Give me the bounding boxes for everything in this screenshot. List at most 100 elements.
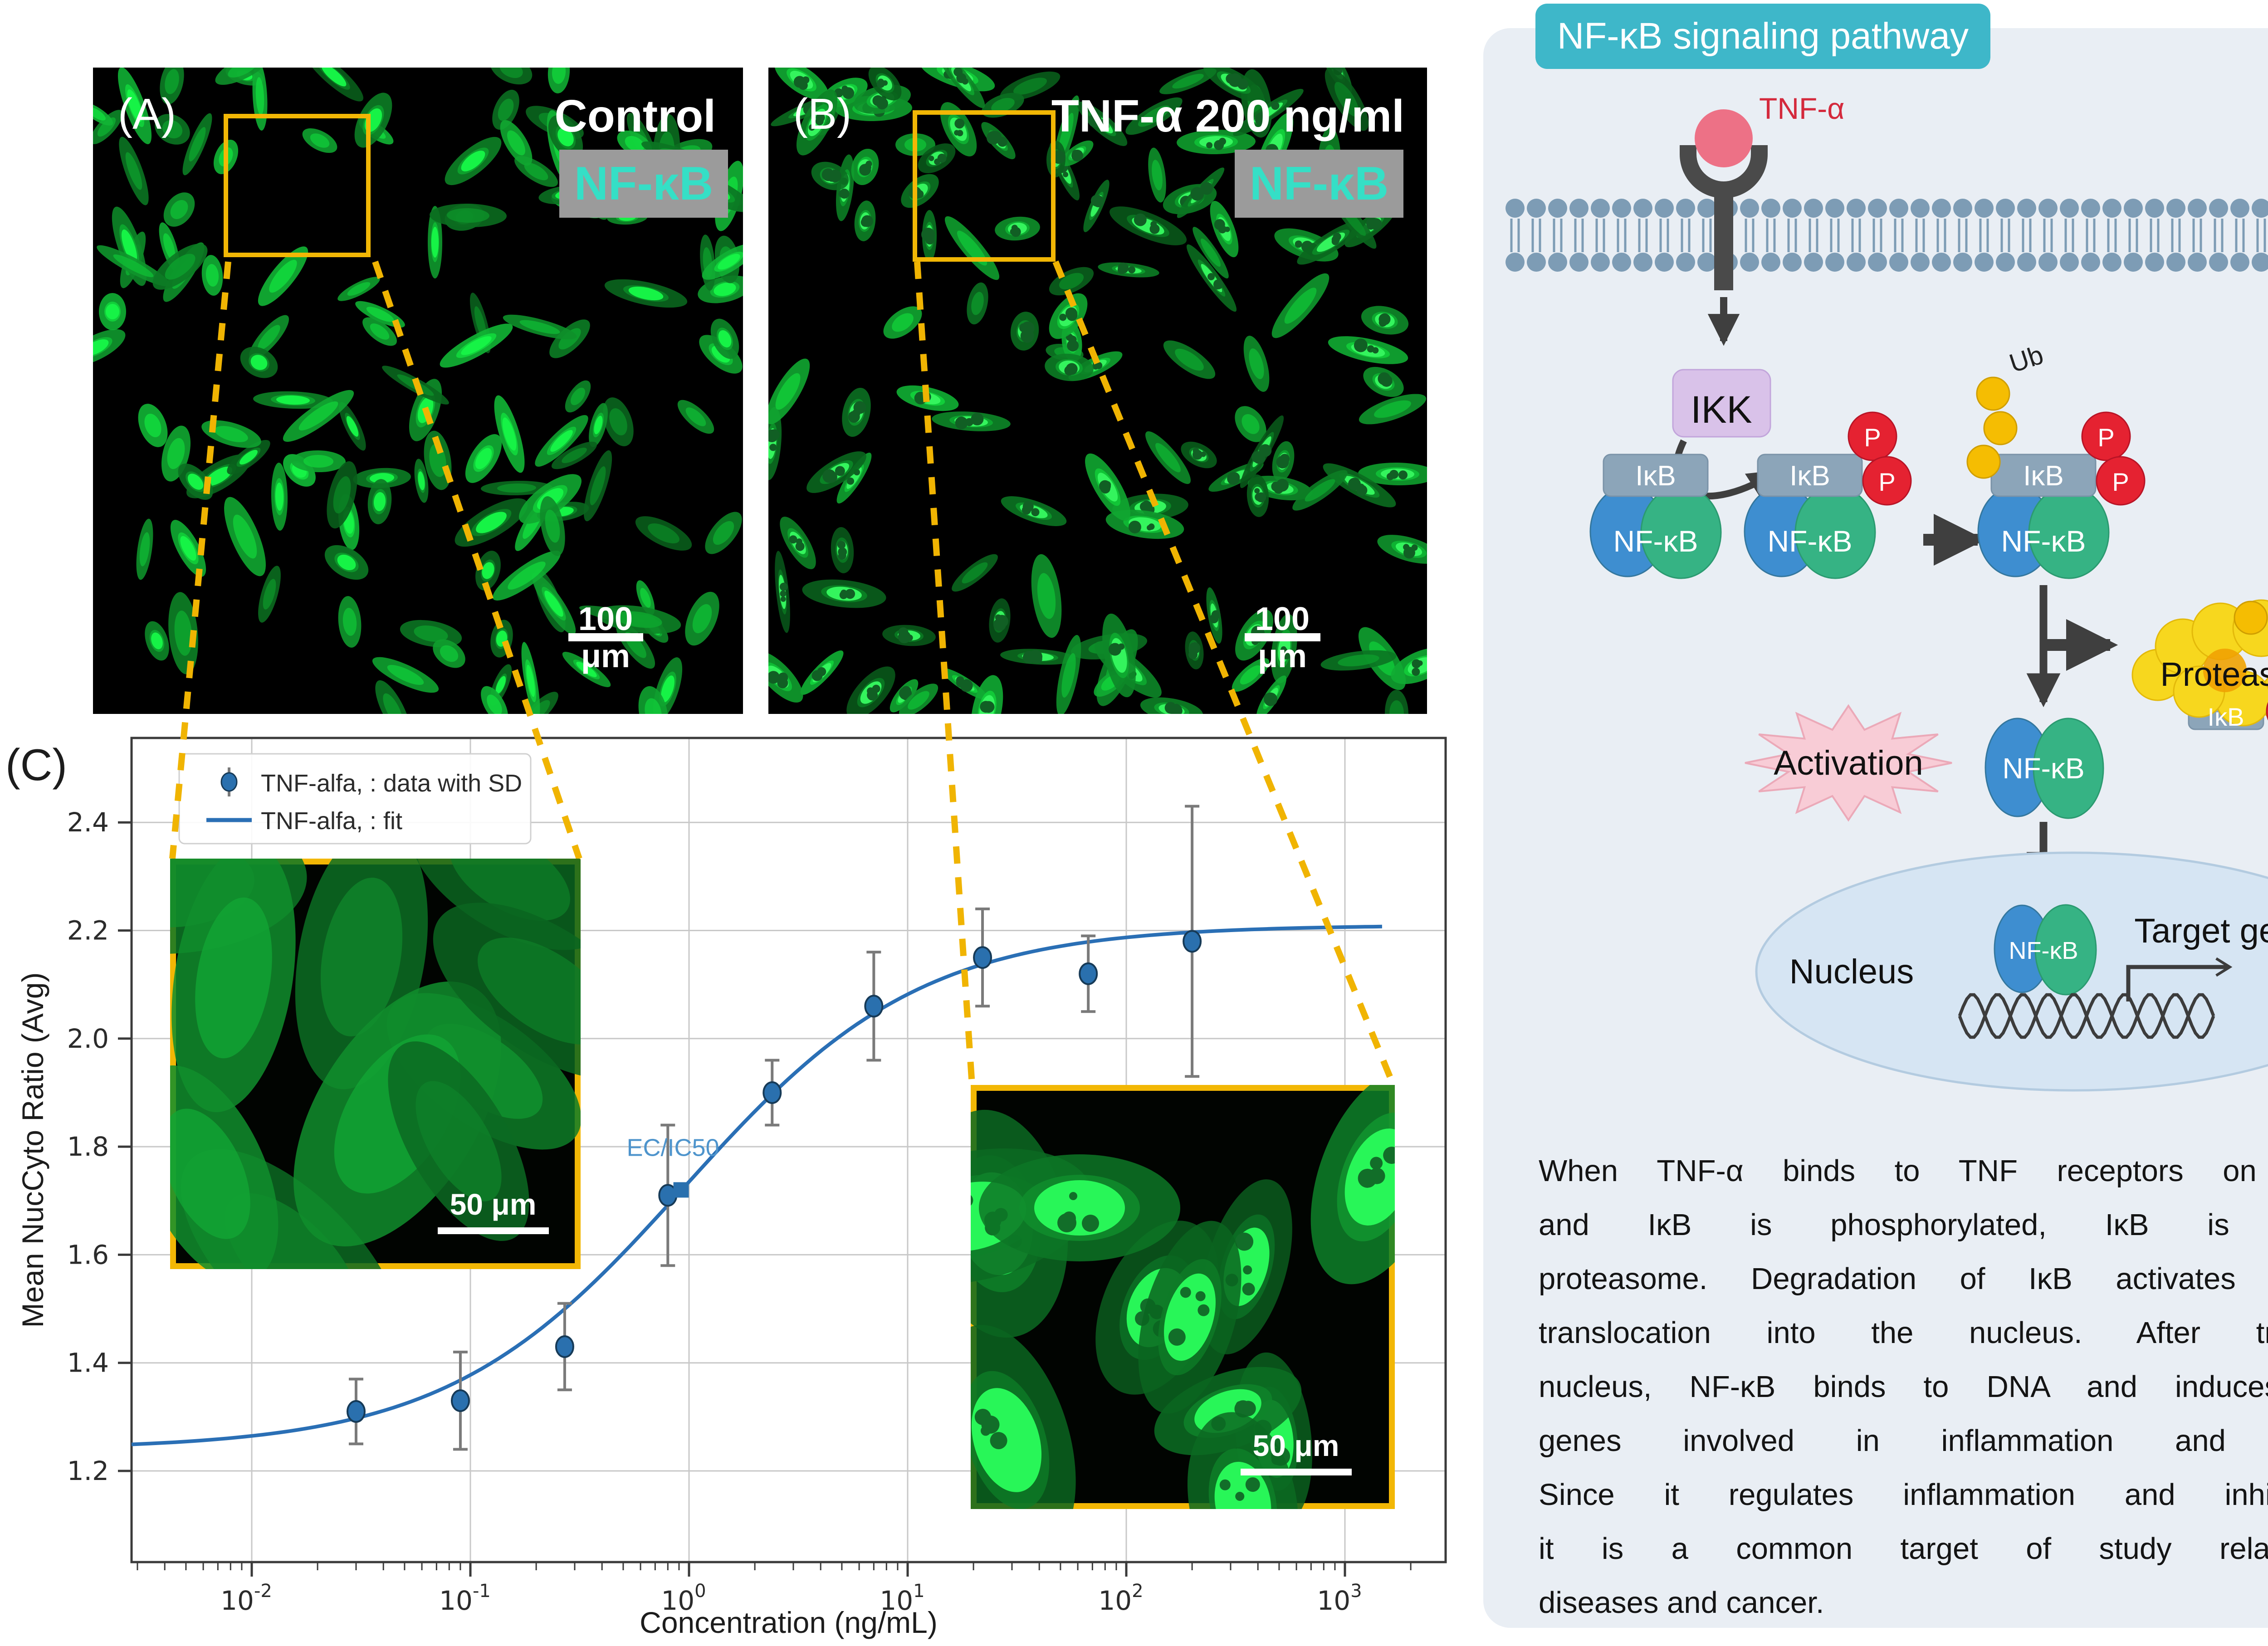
ikk-box — [1672, 369, 1771, 438]
svg-text:P: P — [1864, 423, 1881, 452]
pathway-panel-background — [1483, 28, 2268, 1628]
tnf-receptor-icon — [1680, 145, 1768, 198]
panel-c-label: (C) — [5, 740, 68, 790]
x-tick-label: 102 — [1098, 1581, 1143, 1616]
panel-b-title: TNF-α 200 ng/ml — [1051, 91, 1404, 142]
x-tick-label: 103 — [1317, 1581, 1362, 1616]
data-point — [864, 995, 884, 1018]
ec50-label: EC/IC50 — [627, 1134, 719, 1161]
panel-a-scalebar — [568, 633, 643, 641]
ubiquitin-icon — [1983, 411, 2018, 445]
phospho-icon — [2081, 411, 2131, 461]
legend-entry-data: TNF-alfa, : data with SD — [261, 770, 522, 797]
y-tick-label: 2.2 — [67, 915, 109, 946]
phospho-icon — [2266, 702, 2268, 721]
svg-text:IκB: IκB — [2208, 703, 2244, 731]
svg-text:NF-κB: NF-κB — [1768, 524, 1853, 558]
fluorescence-cells-a — [93, 68, 743, 714]
panel-a-label: (A) — [118, 90, 176, 138]
data-point — [450, 1389, 470, 1412]
fit-curve — [131, 924, 1382, 1446]
svg-text:IκB: IκB — [2023, 460, 2064, 492]
description-line: and IκB is phosphorylated, IκB is degrad… — [1539, 1208, 2268, 1242]
legend-entry-fit: TNF-alfa, : fit — [261, 807, 402, 835]
phospho-ikb-nfkb-complex: NF-κB IκB P P — [1744, 411, 1912, 579]
panel-b-stain-badge: NF-κB — [1235, 150, 1403, 218]
pathway-description: When TNF-α binds to TNF receptors on the… — [1539, 1144, 2268, 1630]
ubiquitin-icon — [1976, 376, 2010, 411]
panel-b-scalebar-text: 100 μm — [1255, 601, 1310, 674]
transcription-arrow — [2126, 957, 2233, 1001]
x-tick-label: 10-1 — [439, 1581, 491, 1616]
ub-label: Ub — [2006, 340, 2047, 379]
y-axis-label: Mean NucCyto Ratio (Avg) — [16, 972, 49, 1328]
activation-burst-icon — [1745, 704, 1952, 822]
y-tick-label: 1.8 — [67, 1131, 109, 1162]
y-tick-label: 1.2 — [67, 1456, 109, 1486]
data-point — [346, 1400, 366, 1423]
tnf-label: TNF-α — [1759, 92, 1844, 125]
x-tick-label: 10-2 — [220, 1581, 272, 1616]
pathway-title: NF-κB signaling pathway — [1557, 15, 1969, 57]
svg-text:NF-κB: NF-κB — [2001, 524, 2086, 558]
svg-text:P: P — [2112, 468, 2129, 496]
data-point — [1183, 930, 1202, 953]
data-point — [1079, 962, 1098, 985]
svg-text:NF-κB: NF-κB — [1613, 524, 1698, 558]
nucleus-label: Nucleus — [1789, 952, 1914, 991]
description-line: it is a common target of study related t… — [1539, 1532, 2268, 1566]
x-axis-label: Concentration (ng/mL) — [640, 1606, 938, 1639]
description-line: nucleus, NF-κB binds to DNA and induces … — [1539, 1370, 2268, 1404]
y-tick-label: 2.0 — [67, 1023, 109, 1054]
inset-cytoplasmic-micrograph: 50 μm — [170, 859, 581, 1269]
svg-text:P: P — [1878, 468, 1895, 496]
inset-nuclear-scalebar-text: 50 μm — [1253, 1429, 1339, 1462]
inset-cytoplasmic-scalebar — [438, 1227, 549, 1234]
panel-b-zoom-box — [913, 110, 1056, 262]
y-tick-label: 1.6 — [67, 1239, 109, 1270]
micrograph-panel-b: (B) TNF-α 200 ng/ml NF-κB 100 μm — [768, 68, 1427, 714]
description-line: translocation into the nucleus. After tr… — [1539, 1316, 2268, 1350]
dna-helix-icon — [1958, 993, 2215, 1039]
data-point — [555, 1335, 574, 1358]
svg-text:P: P — [2097, 423, 2114, 452]
phospho-icon — [2096, 456, 2146, 506]
nuclear-nfkb-dimer: NF-κB — [1994, 904, 2097, 996]
phospho-icon — [1848, 411, 1897, 461]
chart-legend: TNF-alfa, : data with SD TNF-alfa, : fit — [178, 753, 532, 845]
svg-text:NF-κB: NF-κB — [2002, 752, 2084, 785]
ikb-nfkb-complex: NF-κB IκB — [1589, 454, 1722, 579]
free-nfkb-dimer: NF-κB — [1984, 718, 2104, 819]
pathway-diagram: Extracellular Cytoplasm TNF-α IKK NF-κB … — [1505, 92, 2268, 1092]
panel-a-scalebar-text: 100 μm — [578, 601, 633, 674]
description-line: proteasome. Degradation of IκB activates… — [1539, 1262, 2268, 1296]
ubiquitin-icon — [1966, 444, 2001, 479]
panel-a-zoom-box — [224, 114, 371, 257]
description-line: diseases and cancer. — [1539, 1586, 1824, 1620]
svg-text:IκB: IκB — [1789, 460, 1830, 492]
svg-text:NF-κB: NF-κB — [2009, 937, 2078, 964]
target-gene-label: Target gene — [2134, 912, 2268, 950]
panel-b-scalebar — [1245, 633, 1320, 641]
data-point — [973, 946, 992, 969]
proteasome-label: Proteasome — [2160, 655, 2268, 693]
ubiquitinated-complex: NF-κB IκB P P Ub — [1966, 340, 2146, 579]
zoom-projection-lines — [169, 260, 1397, 1087]
inset-cytoplasmic-scalebar-text: 50 μm — [450, 1187, 537, 1221]
phospho-icon — [1862, 456, 1912, 506]
inset-nuclear-micrograph: 50 μm — [971, 1085, 1395, 1509]
ikk-label: IKK — [1691, 388, 1752, 431]
data-point — [763, 1081, 782, 1104]
tnf-ligand-icon — [1695, 109, 1753, 167]
inset-nuclear-scalebar — [1241, 1469, 1352, 1475]
y-tick-label: 2.4 — [67, 807, 109, 838]
svg-text:IκB: IκB — [1635, 460, 1676, 492]
panel-a-title: Control — [554, 91, 716, 142]
ec50-marker — [673, 1182, 689, 1198]
panel-a-stain-badge: NF-κB — [559, 150, 728, 218]
y-tick-label: 1.4 — [67, 1348, 109, 1378]
proteasome-complex: IκB P Proteasome — [2131, 599, 2268, 731]
pathway-title-banner: NF-κB signaling pathway — [1535, 4, 1990, 69]
